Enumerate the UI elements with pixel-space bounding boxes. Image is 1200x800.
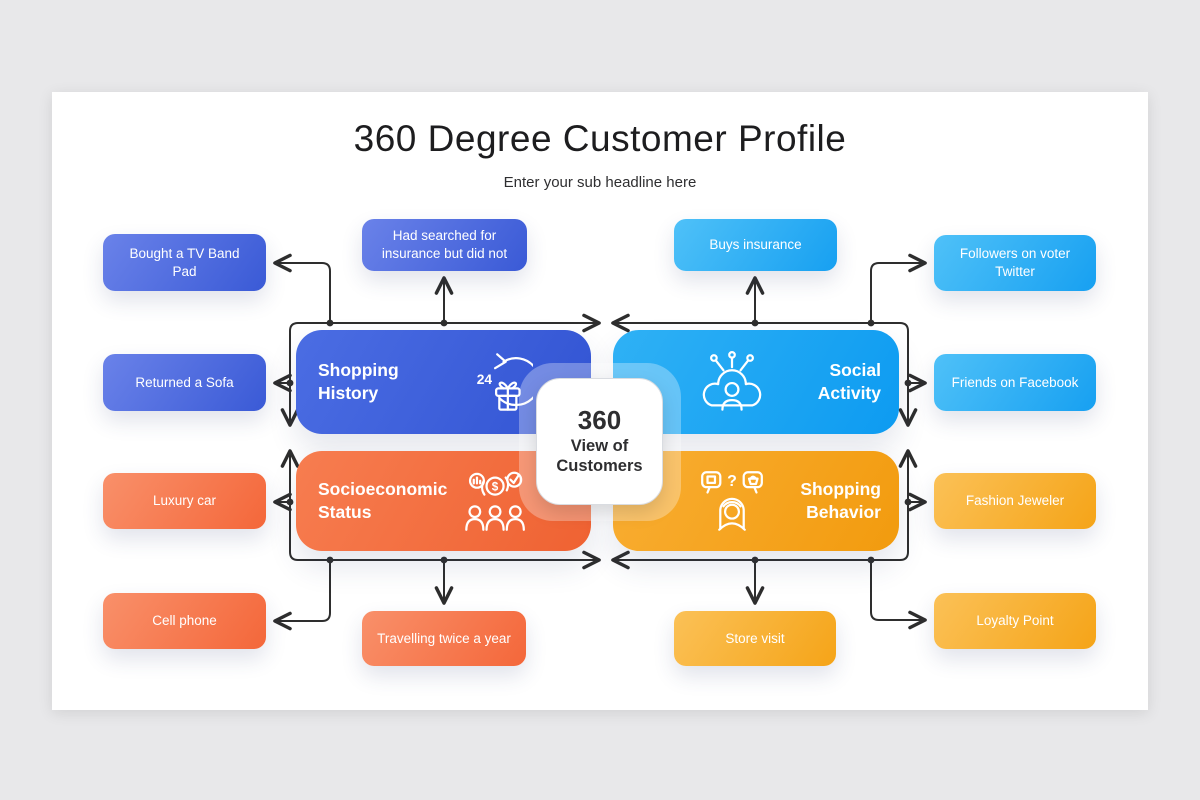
svg-text:24: 24 <box>477 371 493 387</box>
satellite-friends-facebook: Friends on Facebook <box>934 354 1096 411</box>
page-title: 360 Degree Customer Profile <box>353 118 847 159</box>
center-line2: View of <box>570 436 629 455</box>
satellite-label: Had searched for insurance but did not <box>381 228 508 261</box>
satellite-insurance-search: Had searched for insurance but did not <box>362 219 527 271</box>
satellite-bought-tv-band-pad: Bought a TV Band Pad <box>103 234 266 291</box>
social-network-user-icon <box>693 349 771 415</box>
satellite-buys-insurance: Buys insurance <box>674 219 837 271</box>
satellite-followers-twitter: Followers on voter Twitter <box>934 235 1096 291</box>
page-subtitle: Enter your sub headline here <box>503 174 697 191</box>
satellite-label: Luxury car <box>152 493 217 509</box>
satellite-label: Travelling twice a year <box>377 630 511 646</box>
quadrant-title: Shopping History <box>318 360 399 403</box>
satellite-label: Store visit <box>725 630 785 646</box>
satellite-label: Followers on voter Twitter <box>959 246 1071 279</box>
satellite-label: Buys insurance <box>709 237 802 253</box>
quadrant-title: Shopping Behavior <box>800 479 881 522</box>
center-360-box: 360 View of Customers <box>536 378 663 505</box>
satellite-label: Cell phone <box>152 613 217 629</box>
satellite-travelling: Travelling twice a year <box>362 611 526 666</box>
svg-text:?: ? <box>727 473 737 490</box>
center-value: 360 <box>577 404 622 435</box>
satellite-store-visit: Store visit <box>674 611 836 666</box>
satellite-label: Returned a Sofa <box>135 374 234 390</box>
quadrant-title: Socioeconomic Status <box>318 479 448 522</box>
satellite-luxury-car: Luxury car <box>103 473 266 529</box>
satellite-fashion-jeweler: Fashion Jeweler <box>934 473 1096 529</box>
shopper-decision-icon: ? <box>693 468 771 534</box>
satellite-returned-a-sofa: Returned a Sofa <box>103 354 266 411</box>
satellite-cell-phone: Cell phone <box>103 593 266 649</box>
satellite-loyalty-point: Loyalty Point <box>934 593 1096 649</box>
satellite-label: Bought a TV Band Pad <box>129 245 240 279</box>
quadrant-title: Social Activity <box>817 360 881 403</box>
svg-text:$: $ <box>492 480 499 493</box>
center-line3: Customers <box>556 457 643 476</box>
satellite-label: Friends on Facebook <box>951 374 1079 390</box>
satellite-label: Loyalty Point <box>976 613 1054 629</box>
satellite-label: Fashion Jeweler <box>965 493 1065 509</box>
